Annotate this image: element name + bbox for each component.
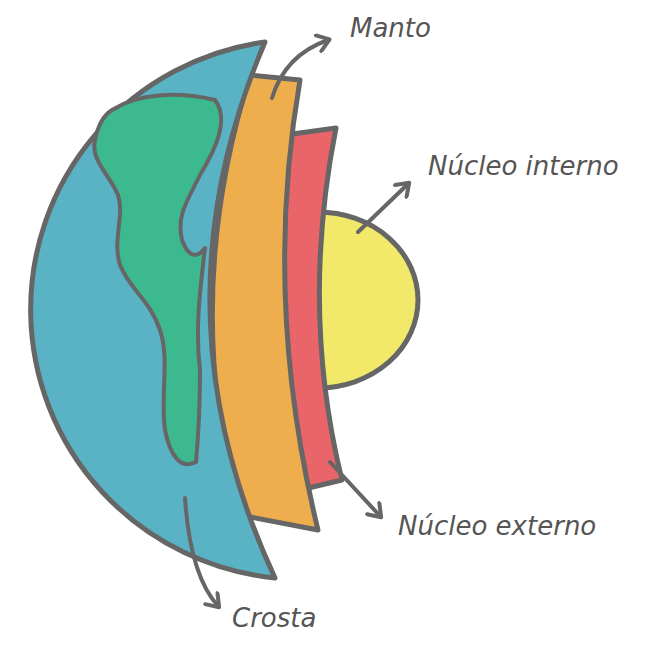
- layer-label: Núcleo interno: [428, 152, 619, 182]
- leader-arrow: [358, 184, 408, 232]
- leader-arrow: [272, 40, 328, 98]
- layer-label: Manto: [350, 14, 431, 44]
- continent: [94, 95, 221, 464]
- layer-label: Crosta: [232, 604, 316, 634]
- inner-core: [318, 212, 418, 388]
- leader-arrow: [330, 462, 380, 516]
- crust: [31, 42, 275, 578]
- layer-label: Núcleo externo: [398, 512, 596, 542]
- leader-arrow: [185, 498, 218, 606]
